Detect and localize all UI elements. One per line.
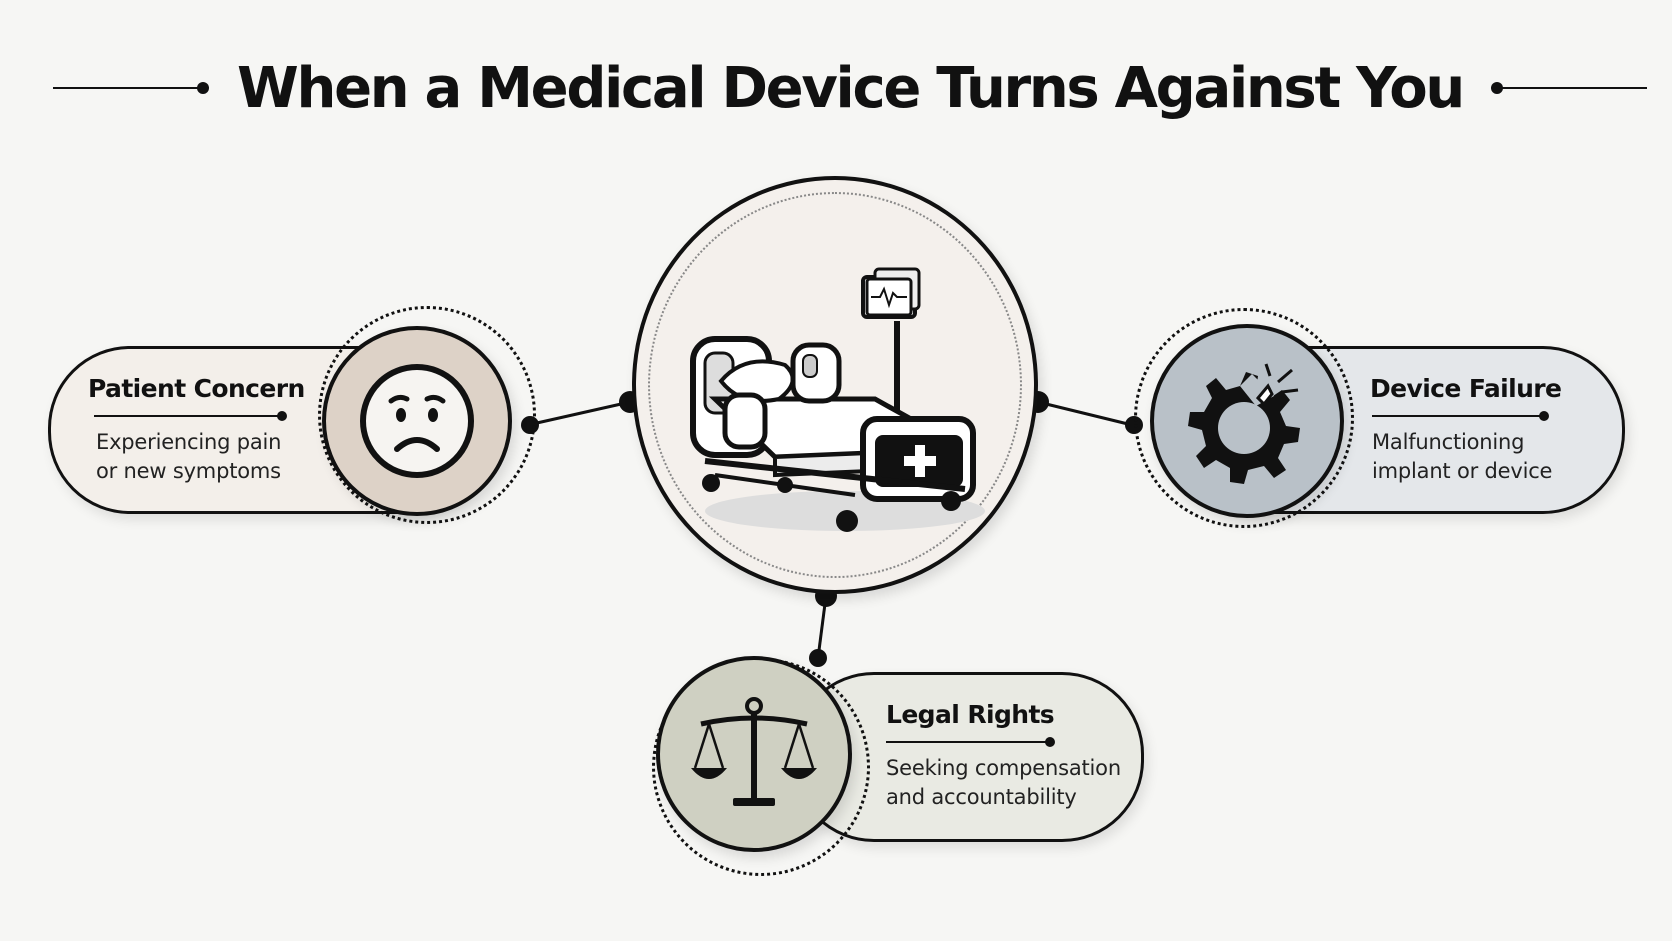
patient-concern-title: Patient Concern	[88, 374, 305, 403]
device-failure-dotted-ring	[1134, 308, 1354, 528]
broken-gear-icon	[1188, 363, 1300, 484]
patient-concern-description: Experiencing pain or new symptoms	[96, 430, 282, 483]
patient-concern-dotted-ring	[318, 306, 536, 524]
device-failure-description: Malfunctioning implant or device	[1372, 430, 1553, 483]
page-title: When a Medical Device Turns Against You	[237, 55, 1465, 121]
center-inner-dotted-ring	[648, 192, 1022, 578]
legal-rights-description: Seeking compensation and accountability	[886, 756, 1121, 809]
scales-of-justice-icon	[691, 697, 817, 806]
title-rule-right	[1490, 82, 1647, 94]
patient-concern-rule	[94, 411, 287, 421]
title-rule-left	[53, 82, 210, 94]
legal-rights-circle	[656, 656, 852, 852]
device-failure-circle	[1150, 324, 1344, 518]
hospital-bed-with-monitor-icon	[690, 267, 985, 532]
patient-concern-circle	[322, 326, 512, 516]
sad-face-icon	[360, 364, 474, 478]
legal-rights-rule	[886, 737, 1055, 747]
legal-rights-title: Legal Rights	[886, 700, 1055, 729]
title-row: When a Medical Device Turns Against You	[53, 42, 1647, 134]
device-failure-rule	[1372, 411, 1549, 421]
connector-dot	[809, 649, 827, 667]
device-failure-title: Device Failure	[1370, 374, 1562, 403]
center-circle	[632, 176, 1038, 594]
